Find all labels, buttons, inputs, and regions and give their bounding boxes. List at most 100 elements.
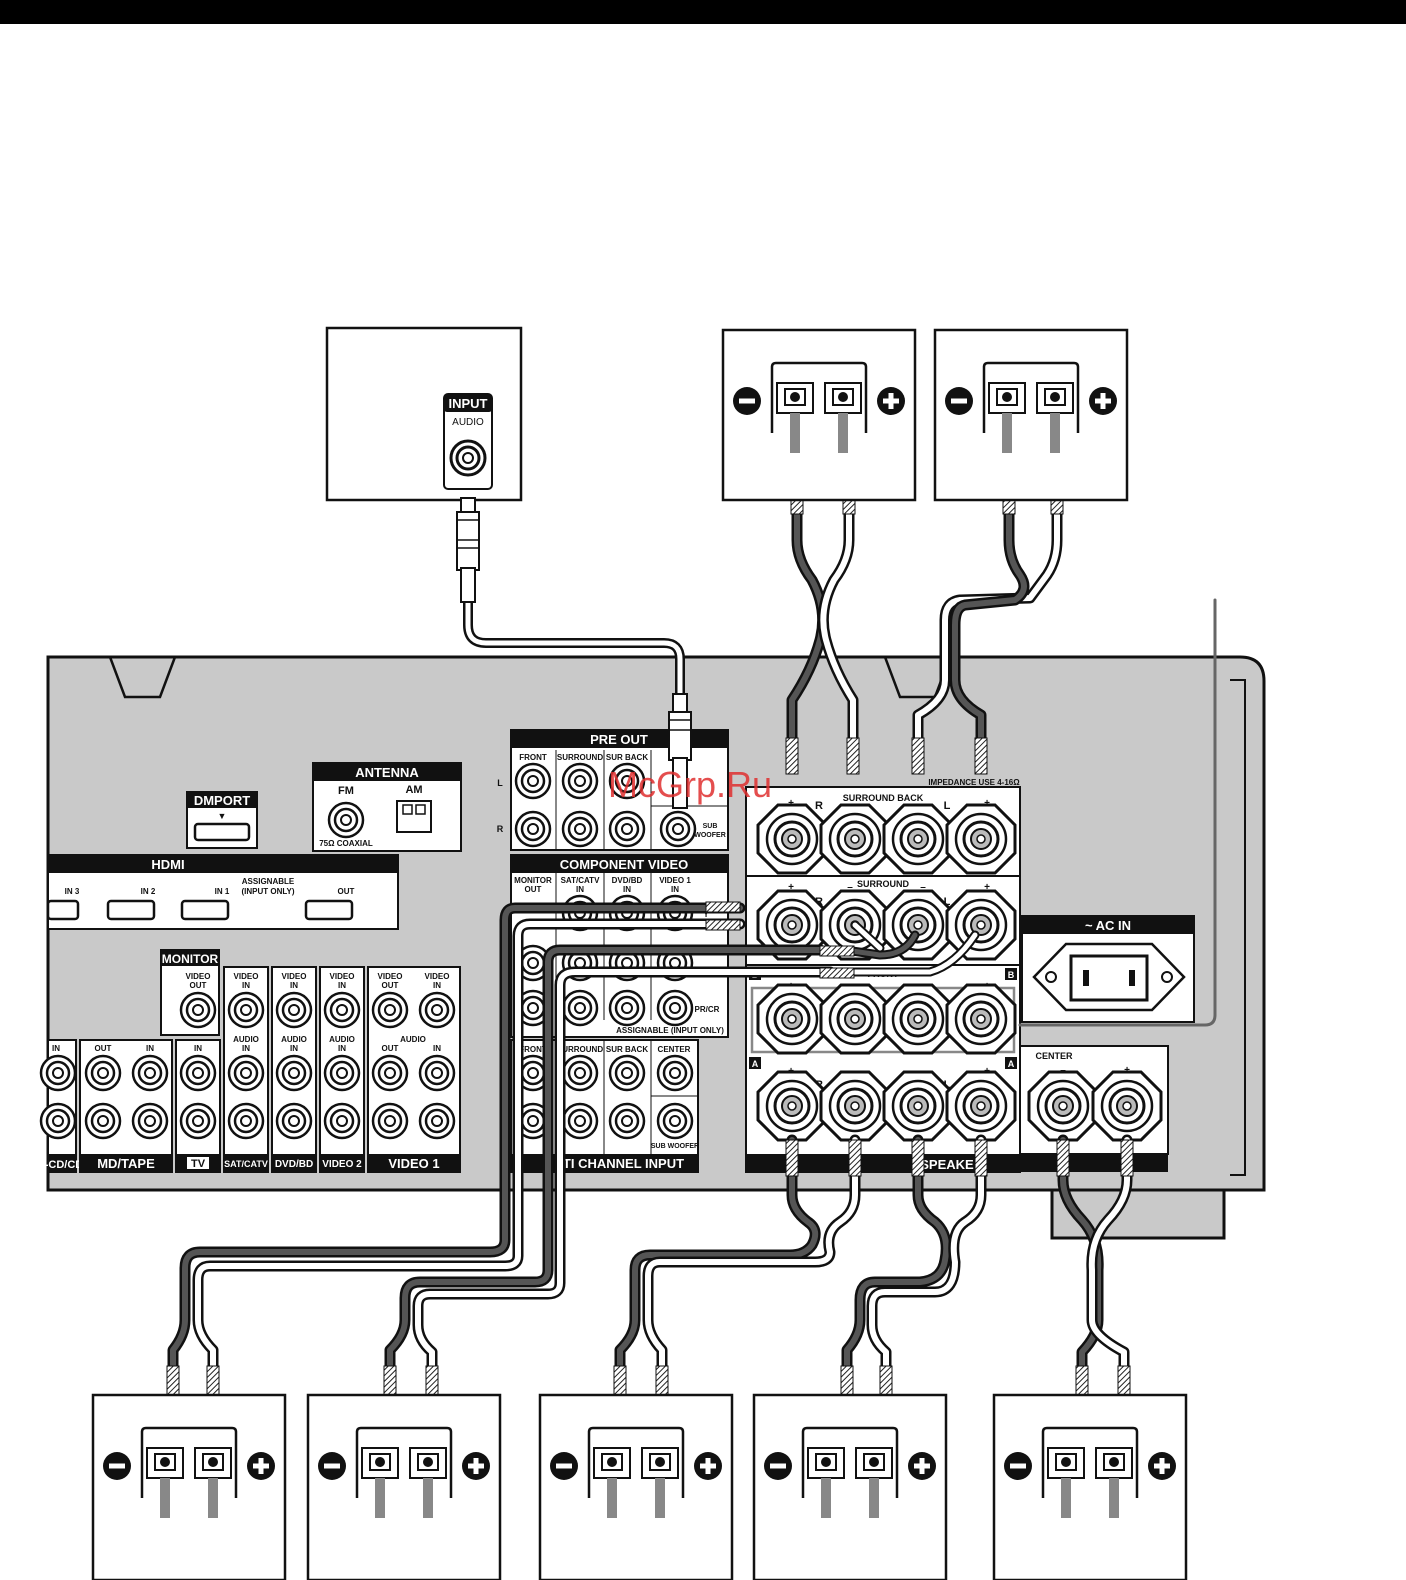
- mch-subwoofer[interactable]: [656, 1102, 694, 1140]
- front-a-r-plus[interactable]: [756, 1070, 828, 1142]
- hdmi-in2-port[interactable]: [106, 899, 156, 921]
- subwoofer-audio-jack[interactable]: [449, 439, 487, 477]
- ac-inlet[interactable]: [1069, 954, 1149, 1002]
- surround-back-r-plus[interactable]: [756, 803, 828, 875]
- front-speaker-r: [538, 1393, 734, 1580]
- svg-text:OUT: OUT: [95, 1044, 112, 1053]
- video2-audio-l[interactable]: [323, 1054, 361, 1092]
- md-out-l[interactable]: [84, 1054, 122, 1092]
- surround-back-speaker-r: [721, 328, 917, 502]
- video1-audio-in-r[interactable]: [418, 1102, 456, 1140]
- speaker-terminal[interactable]: [1095, 1447, 1133, 1518]
- svg-text:IN: IN: [623, 885, 631, 894]
- svg-text:A: A: [752, 1059, 759, 1069]
- cd-in-r[interactable]: [39, 1102, 77, 1140]
- pre-out-front-l[interactable]: [514, 762, 552, 800]
- front-b-r-plus[interactable]: [756, 983, 828, 1055]
- center-plus[interactable]: [1091, 1070, 1163, 1142]
- speaker-terminal[interactable]: [641, 1447, 679, 1518]
- video1-video-out[interactable]: [371, 991, 409, 1029]
- svg-text:OUT: OUT: [382, 1044, 399, 1053]
- mch-surback-r[interactable]: [608, 1102, 646, 1140]
- hdmi-out-port[interactable]: [304, 899, 354, 921]
- svg-text:IN: IN: [433, 981, 441, 990]
- speaker-terminal[interactable]: [146, 1447, 184, 1518]
- md-in-r[interactable]: [131, 1102, 169, 1140]
- svg-text:IN: IN: [146, 1044, 154, 1053]
- svg-text:Y: Y: [703, 910, 709, 919]
- dvd-audio-r[interactable]: [275, 1102, 313, 1140]
- minus-icon: [318, 1452, 346, 1480]
- monitor-video-out-jack[interactable]: [179, 991, 217, 1029]
- front-b-l-minus[interactable]: [882, 983, 954, 1055]
- tv-in-l[interactable]: [179, 1054, 217, 1092]
- speaker-terminal[interactable]: [807, 1447, 845, 1518]
- mch-surback-l[interactable]: [608, 1054, 646, 1092]
- md-out-r[interactable]: [84, 1102, 122, 1140]
- md-in-l[interactable]: [131, 1054, 169, 1092]
- component-dvd-pr[interactable]: [608, 989, 646, 1027]
- minus-icon: [1004, 1452, 1032, 1480]
- speaker-terminal[interactable]: [409, 1447, 447, 1518]
- dvd-audio-l[interactable]: [275, 1054, 313, 1092]
- front-a-l-plus[interactable]: [945, 1070, 1017, 1142]
- video1-audio-out-r[interactable]: [371, 1102, 409, 1140]
- video1-audio-out-l[interactable]: [371, 1054, 409, 1092]
- speaker-terminal[interactable]: [776, 382, 814, 453]
- video1-audio-in-l[interactable]: [418, 1054, 456, 1092]
- am-terminal[interactable]: [396, 800, 432, 833]
- surround-back-l-plus[interactable]: [945, 803, 1017, 875]
- svg-text:IN: IN: [242, 1044, 250, 1053]
- sat-video-in[interactable]: [227, 991, 265, 1029]
- front-b-l-plus[interactable]: [945, 983, 1017, 1055]
- surround-back-l-minus[interactable]: [882, 803, 954, 875]
- mch-surround-r[interactable]: [561, 1102, 599, 1140]
- speaker-terminal[interactable]: [1036, 382, 1074, 453]
- front-a-r-minus[interactable]: [819, 1070, 891, 1142]
- speaker-terminal[interactable]: [361, 1447, 399, 1518]
- fm-coaxial-jack[interactable]: [327, 801, 365, 839]
- pre-out-subwoofer-jack[interactable]: [659, 810, 697, 848]
- tv-in-r[interactable]: [179, 1102, 217, 1140]
- hdmi-in1-port[interactable]: [180, 899, 230, 921]
- svg-text:–: –: [920, 882, 926, 893]
- cd-in-l[interactable]: [39, 1054, 77, 1092]
- speaker-terminals-section: SPEAKE IMPEDANCE USE 4-16Ω SURROUND BACK…: [745, 778, 1169, 1173]
- svg-text:DVD/BD: DVD/BD: [275, 1159, 313, 1170]
- center-minus[interactable]: [1027, 1070, 1099, 1142]
- pre-out-surback-r[interactable]: [608, 810, 646, 848]
- sat-audio-l[interactable]: [227, 1054, 265, 1092]
- video1-video-in[interactable]: [418, 991, 456, 1029]
- mch-surround-l[interactable]: [561, 1054, 599, 1092]
- mch-center[interactable]: [656, 1054, 694, 1092]
- svg-text:ASSIGNABLE (INPUT ONLY): ASSIGNABLE (INPUT ONLY): [616, 1026, 724, 1035]
- dmport-connector: DMPORT ▼: [186, 791, 258, 849]
- pre-out-surround-r[interactable]: [561, 810, 599, 848]
- svg-text:+: +: [984, 882, 990, 893]
- dvd-video-in[interactable]: [275, 991, 313, 1029]
- pre-out-surround-l[interactable]: [561, 762, 599, 800]
- speaker-terminal[interactable]: [855, 1447, 893, 1518]
- component-sat-pr[interactable]: [561, 989, 599, 1027]
- svg-text:B: B: [1008, 970, 1015, 980]
- svg-text:IN 3: IN 3: [65, 887, 80, 896]
- speaker-terminal[interactable]: [1047, 1447, 1085, 1518]
- video2-audio-r[interactable]: [323, 1102, 361, 1140]
- svg-text:AUDIO: AUDIO: [233, 1035, 259, 1044]
- speaker-terminal[interactable]: [593, 1447, 631, 1518]
- front-b-r-minus[interactable]: [819, 983, 891, 1055]
- svg-text:IN: IN: [290, 981, 298, 990]
- front-a-l-minus[interactable]: [882, 1070, 954, 1142]
- component-video1-pr[interactable]: [656, 989, 694, 1027]
- sat-audio-r[interactable]: [227, 1102, 265, 1140]
- hdmi-in3-port[interactable]: [46, 899, 80, 921]
- svg-text:OUT: OUT: [190, 981, 207, 990]
- surround-l-plus[interactable]: [945, 889, 1017, 961]
- speaker-terminal[interactable]: [824, 382, 862, 453]
- video2-video-in[interactable]: [323, 991, 361, 1029]
- pre-out-front-r[interactable]: [514, 810, 552, 848]
- surround-back-r-minus[interactable]: [819, 803, 891, 875]
- speaker-terminal[interactable]: [988, 382, 1026, 453]
- speaker-terminal[interactable]: [194, 1447, 232, 1518]
- svg-text:IN: IN: [52, 1044, 60, 1053]
